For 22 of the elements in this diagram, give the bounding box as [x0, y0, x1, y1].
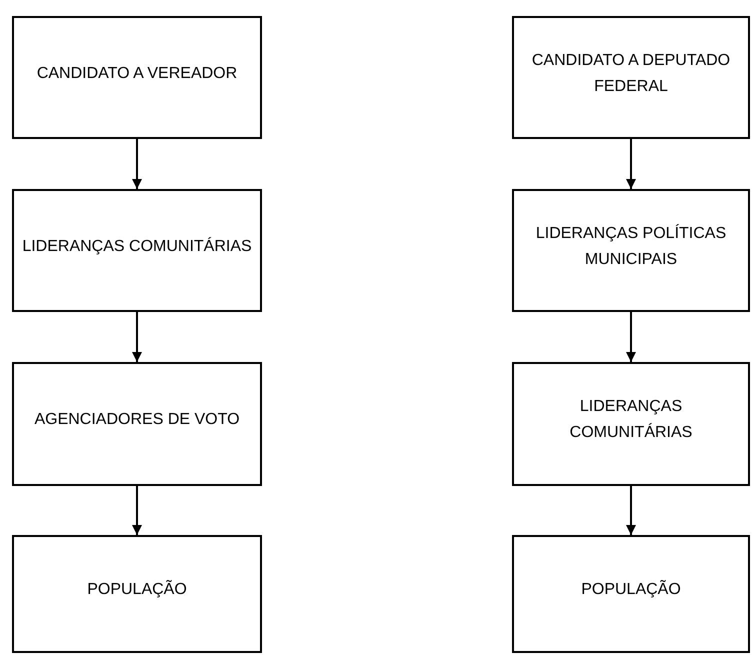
- box-label: POPULAÇÃO: [581, 579, 681, 600]
- box-label: POPULAÇÃO: [87, 579, 187, 600]
- box-label: CANDIDATO A VEREADOR: [36, 64, 238, 84]
- process-box: [12, 189, 262, 312]
- box-label: LIDERANÇAS POLÍTICAS MUNICIPAIS: [534, 223, 728, 270]
- box-label: LIDERANÇAS COMUNITÁRIAS: [22, 236, 252, 256]
- process-box: [512, 535, 750, 653]
- arrow: [626, 139, 636, 189]
- arrow: [132, 139, 142, 189]
- arrow: [626, 486, 636, 535]
- box-label: LIDERANÇAS COMUNITÁRIAS: [568, 397, 694, 443]
- box-label: AGENCIADORES DE VOTO: [34, 410, 240, 430]
- process-box: [512, 362, 750, 486]
- process-box: [512, 189, 750, 312]
- arrow: [132, 486, 142, 535]
- process-box: [12, 16, 262, 139]
- process-box: [12, 535, 262, 653]
- process-box: [12, 362, 262, 486]
- arrow: [626, 312, 636, 362]
- box-label: CANDIDATO A DEPUTADO FEDERAL: [530, 50, 732, 96]
- process-box: [512, 16, 750, 139]
- arrow: [132, 312, 142, 362]
